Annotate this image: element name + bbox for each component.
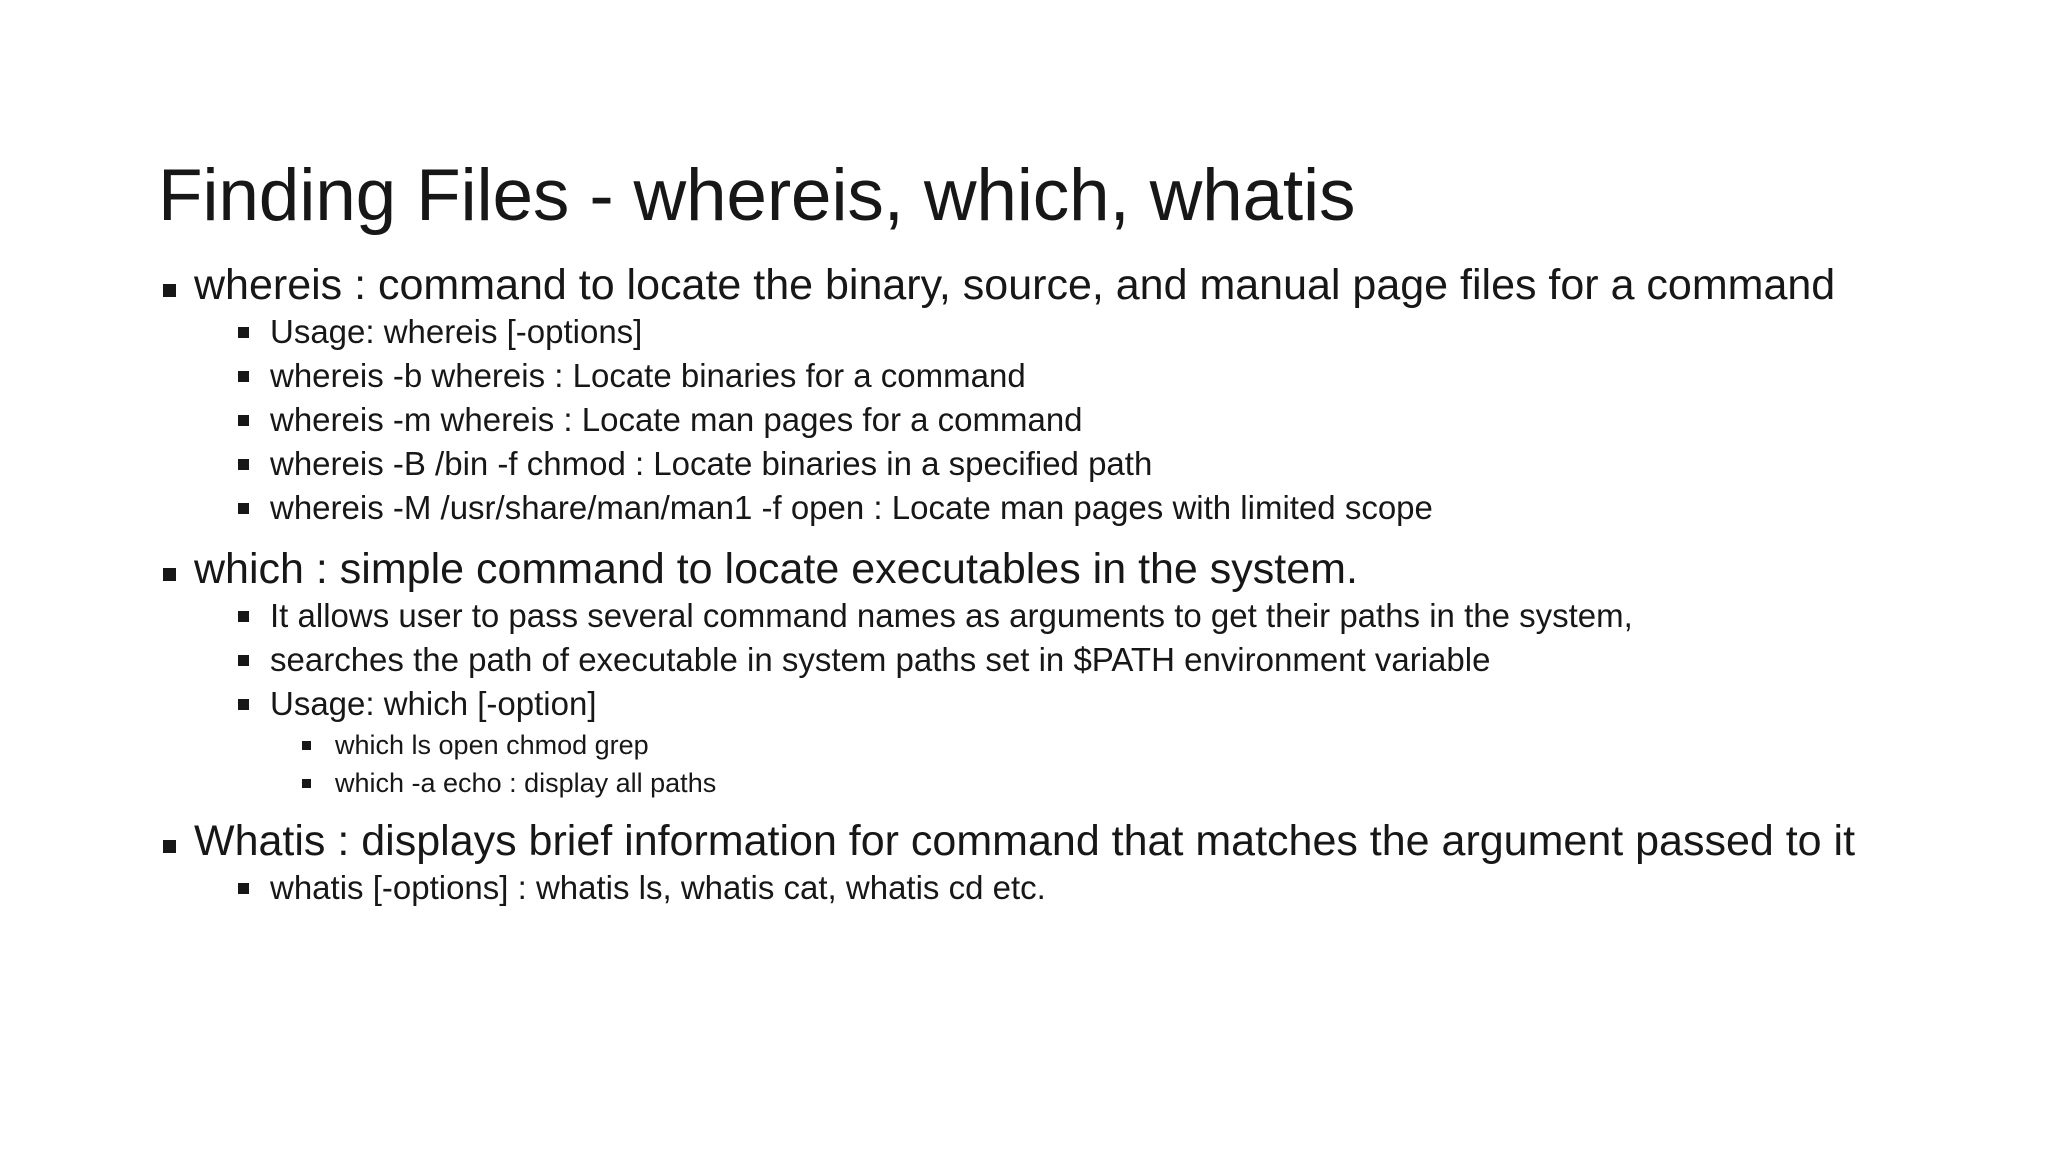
list-item-label: Usage: whereis [-options] [270,313,643,350]
square-bullet-icon [163,568,176,581]
list-item-label: searches the path of executable in syste… [270,641,1491,678]
list-item-label: which ls open chmod grep [335,730,649,760]
list-item-label: whereis -b whereis : Locate binaries for… [270,357,1026,394]
list-item-label: whereis -M /usr/share/man/man1 -f open :… [270,489,1433,526]
square-bullet-icon [238,371,249,382]
list-item-label: which : simple command to locate executa… [194,545,1358,593]
list-item-label: Usage: which [-option] [270,685,597,722]
square-bullet-icon [302,741,311,750]
square-bullet-icon [238,459,249,470]
list-item-label: which -a echo : display all paths [335,768,717,798]
list-item-label: It allows user to pass several command n… [270,597,1633,634]
page-title: Finding Files - whereis, which, whatis [158,154,1356,236]
list-item: whereis -b whereis : Locate binaries for… [150,354,1950,397]
list-item: whatis [-options] : whatis ls, whatis ca… [150,866,1950,909]
section-spacer [150,802,1950,818]
list-item-label: whatis [-options] : whatis ls, whatis ca… [270,869,1046,906]
list-item: which : simple command to locate executa… [150,546,1950,592]
list-item: It allows user to pass several command n… [150,594,1950,637]
square-bullet-icon [238,611,249,622]
square-bullet-icon [238,503,249,514]
square-bullet-icon [163,284,176,297]
list-item: Usage: which [-option] [150,682,1950,725]
list-item: whereis -m whereis : Locate man pages fo… [150,398,1950,441]
square-bullet-icon [238,415,249,426]
square-bullet-icon [238,327,249,338]
list-item: Usage: whereis [-options] [150,310,1950,353]
slide-body-content: whereis : command to locate the binary, … [150,262,1950,910]
section-spacer [150,530,1950,546]
square-bullet-icon [302,779,311,788]
list-item-label: whereis -B /bin -f chmod : Locate binari… [270,445,1153,482]
square-bullet-icon [238,883,249,894]
square-bullet-icon [238,655,249,666]
list-item-label: whereis : command to locate the binary, … [194,261,1836,309]
list-item: whereis : command to locate the binary, … [150,262,1950,308]
list-item: Whatis : displays brief information for … [150,818,1950,864]
list-item: which ls open chmod grep [150,726,1950,764]
square-bullet-icon [163,840,176,853]
list-item-label: whereis -m whereis : Locate man pages fo… [270,401,1083,438]
list-item: which -a echo : display all paths [150,764,1950,802]
list-item-label: Whatis : displays brief information for … [194,817,1856,865]
list-item: whereis -B /bin -f chmod : Locate binari… [150,442,1950,485]
list-item: searches the path of executable in syste… [150,638,1950,681]
square-bullet-icon [238,699,249,710]
list-item: whereis -M /usr/share/man/man1 -f open :… [150,486,1950,529]
